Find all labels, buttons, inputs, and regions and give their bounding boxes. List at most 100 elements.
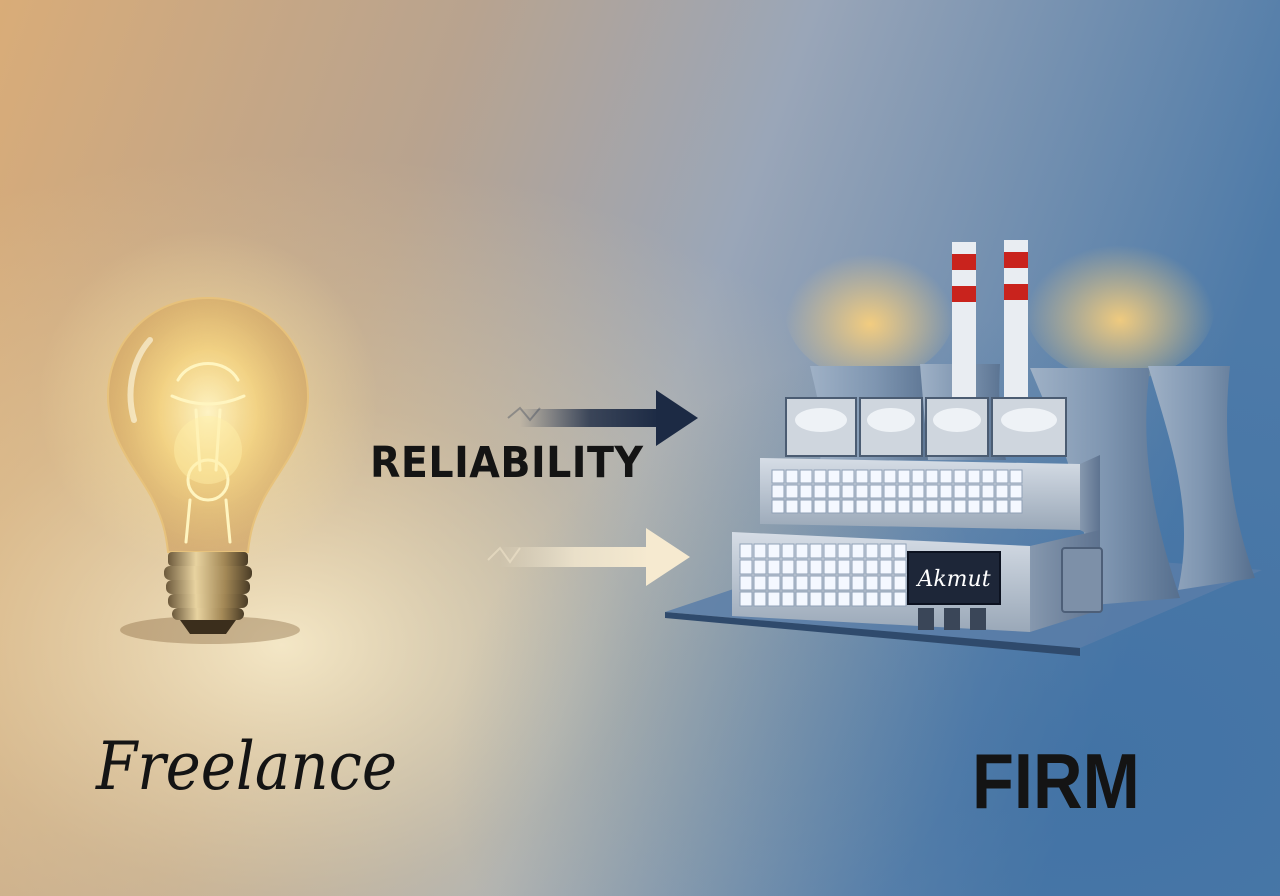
window-pane [739, 543, 753, 559]
window-pane [837, 543, 851, 559]
window-pane [785, 499, 799, 514]
window-pane [893, 559, 907, 575]
window-pane [995, 469, 1009, 484]
lower-window-grid [739, 543, 907, 607]
window-pane [799, 484, 813, 499]
window-pane [865, 559, 879, 575]
window-pane [939, 484, 953, 499]
window-pane [841, 469, 855, 484]
window-pane [781, 559, 795, 575]
window-pane [981, 484, 995, 499]
window-pane [771, 499, 785, 514]
window-pane [879, 559, 893, 575]
window-pane [953, 469, 967, 484]
window-pane [883, 499, 897, 514]
window-pane [879, 591, 893, 607]
window-pane [893, 543, 907, 559]
window-pane [869, 469, 883, 484]
window-pane [967, 499, 981, 514]
window-pane [781, 575, 795, 591]
window-pane [911, 484, 925, 499]
window-pane [953, 499, 967, 514]
window-pane [925, 469, 939, 484]
window-pane [771, 469, 785, 484]
window-pane [869, 499, 883, 514]
window-pane [823, 559, 837, 575]
window-pane [1009, 484, 1023, 499]
window-pane [753, 559, 767, 575]
window-pane [869, 484, 883, 499]
window-pane [795, 591, 809, 607]
window-pane [837, 591, 851, 607]
window-pane [939, 469, 953, 484]
window-pane [781, 591, 795, 607]
window-pane [967, 469, 981, 484]
dark-arrow-right-icon [507, 390, 698, 446]
window-pane [767, 575, 781, 591]
firm-label: FIRM [972, 737, 1140, 825]
window-pane [739, 575, 753, 591]
window-pane [809, 543, 823, 559]
window-pane [767, 591, 781, 607]
window-pane [841, 484, 855, 499]
window-pane [981, 499, 995, 514]
window-pane [841, 499, 855, 514]
window-pane [953, 484, 967, 499]
window-pane [799, 499, 813, 514]
window-pane [785, 484, 799, 499]
window-pane [851, 559, 865, 575]
window-pane [813, 484, 827, 499]
window-pane [823, 591, 837, 607]
window-pane [865, 543, 879, 559]
window-pane [753, 543, 767, 559]
window-pane [925, 484, 939, 499]
window-pane [781, 543, 795, 559]
window-pane [795, 559, 809, 575]
light-arrow-right-icon [487, 528, 690, 586]
window-pane [837, 559, 851, 575]
window-pane [897, 484, 911, 499]
window-pane [795, 543, 809, 559]
window-pane [911, 499, 925, 514]
window-pane [809, 559, 823, 575]
window-pane [827, 469, 841, 484]
window-pane [865, 575, 879, 591]
window-pane [883, 484, 897, 499]
window-pane [981, 469, 995, 484]
window-pane [879, 575, 893, 591]
window-pane [813, 499, 827, 514]
window-pane [827, 499, 841, 514]
window-pane [855, 484, 869, 499]
window-pane [865, 591, 879, 607]
window-pane [967, 484, 981, 499]
reliability-label: RELIABILITY [370, 438, 644, 488]
window-pane [739, 559, 753, 575]
window-pane [995, 484, 1009, 499]
window-pane [813, 469, 827, 484]
window-pane [809, 575, 823, 591]
window-pane [767, 559, 781, 575]
freelance-label: Freelance [96, 728, 398, 805]
window-pane [897, 469, 911, 484]
window-pane [753, 575, 767, 591]
building-sign-text: Akmut [915, 567, 990, 592]
window-pane [893, 575, 907, 591]
window-pane [925, 499, 939, 514]
window-pane [851, 591, 865, 607]
window-pane [851, 575, 865, 591]
window-pane [771, 484, 785, 499]
window-pane [883, 469, 897, 484]
window-pane [799, 469, 813, 484]
window-pane [823, 543, 837, 559]
factory-icon: Akmut [665, 230, 1262, 656]
window-pane [785, 469, 799, 484]
window-pane [809, 591, 823, 607]
window-pane [855, 469, 869, 484]
window-pane [939, 499, 953, 514]
window-pane [767, 543, 781, 559]
window-pane [739, 591, 753, 607]
window-pane [823, 575, 837, 591]
window-pane [897, 499, 911, 514]
window-pane [827, 484, 841, 499]
